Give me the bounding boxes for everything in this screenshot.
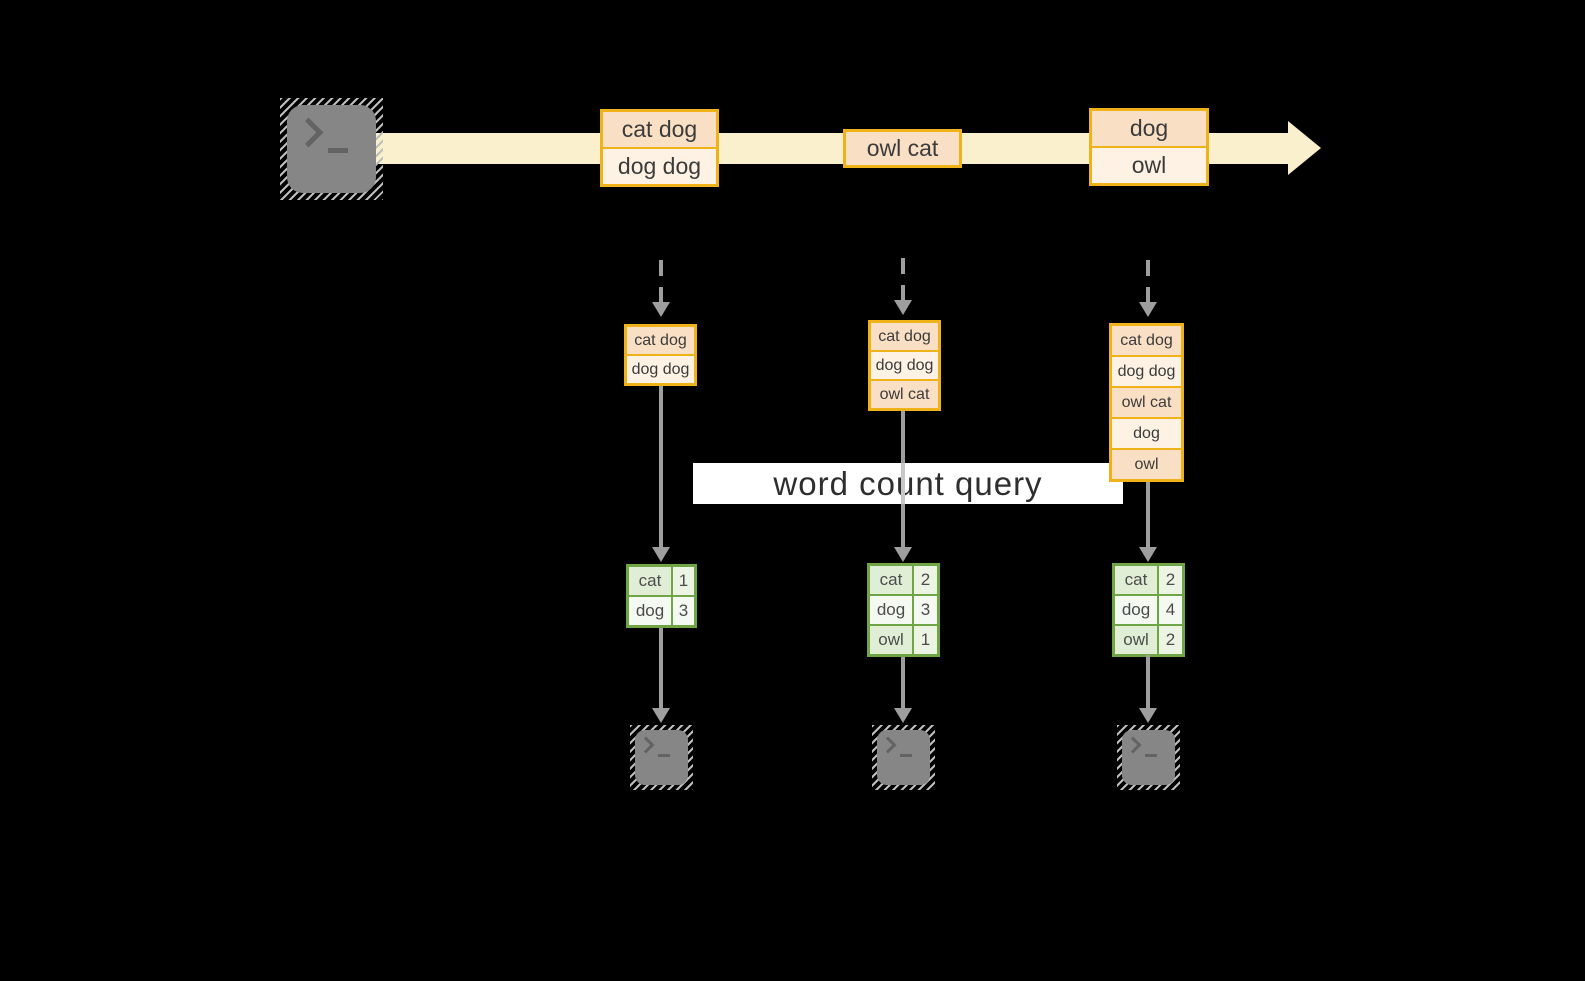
count-cell: 2 [914, 566, 937, 594]
dashed-arrow-line [1146, 260, 1150, 302]
terminal-screen [1122, 730, 1175, 785]
dashed-arrow-head [652, 302, 670, 317]
sink-terminal-icon [1117, 725, 1180, 790]
arrow-line [659, 386, 663, 548]
sink-terminal-icon [872, 725, 935, 790]
count-cell: 2 [1159, 626, 1182, 654]
count-cell: 1 [673, 567, 694, 595]
arrow-head [652, 708, 670, 723]
count-cell: 3 [914, 596, 937, 624]
prompt-underscore-icon [900, 754, 912, 757]
table-row: dog 4 [1115, 594, 1182, 624]
buffer-line: owl cat [871, 379, 938, 408]
arrow-head [894, 547, 912, 562]
buffer-line: dog dog [1112, 355, 1181, 386]
word-cell: dog [870, 596, 914, 624]
stream-arrowhead [1288, 121, 1321, 175]
table-row: cat 2 [1115, 566, 1182, 594]
batch-line: owl [1092, 146, 1206, 183]
stream-batch-3: dog owl [1089, 108, 1209, 186]
terminal-screen [635, 730, 688, 785]
prompt-underscore-icon [328, 148, 348, 153]
arrow-line [659, 628, 663, 709]
arrow-line [1146, 482, 1150, 548]
word-cell: dog [1115, 596, 1159, 624]
buffer-line: owl [1112, 448, 1181, 479]
table-row: owl 1 [870, 624, 937, 654]
buffer-box-2: cat dog dog dog owl cat [868, 320, 941, 411]
arrow-line [901, 657, 905, 709]
word-cell: owl [1115, 626, 1159, 654]
stream-batch-1: cat dog dog dog [600, 109, 719, 187]
buffer-line: cat dog [871, 323, 938, 350]
buffer-line: cat dog [1112, 326, 1181, 355]
buffer-box-3: cat dog dog dog owl cat dog owl [1109, 323, 1184, 482]
arrow-head [652, 547, 670, 562]
source-terminal-icon [280, 98, 383, 200]
word-cell: dog [629, 597, 673, 625]
batch-line: dog dog [603, 147, 716, 184]
table-row: dog 3 [629, 595, 694, 625]
batch-line: dog [1092, 111, 1206, 146]
buffer-line: dog dog [871, 350, 938, 379]
word-cell: cat [1115, 566, 1159, 594]
query-label-bar: word count query [693, 463, 1123, 504]
dashed-arrow-line [901, 258, 905, 300]
table-row: cat 1 [629, 567, 694, 595]
arrow-line [901, 504, 905, 548]
stream-batch-2: owl cat [843, 129, 962, 168]
dashed-arrow-line [659, 260, 663, 302]
buffer-line: owl cat [1112, 386, 1181, 417]
buffer-line: cat dog [627, 327, 694, 354]
count-cell: 1 [914, 626, 937, 654]
word-cell: cat [870, 566, 914, 594]
query-label: word count query [773, 464, 1043, 502]
dashed-arrow-head [894, 300, 912, 315]
table-row: owl 2 [1115, 624, 1182, 654]
batch-line: cat dog [603, 112, 716, 147]
buffer-box-1: cat dog dog dog [624, 324, 697, 386]
arrow-head [894, 708, 912, 723]
batch-line: owl cat [846, 132, 959, 165]
table-row: dog 3 [870, 594, 937, 624]
dashed-arrow-head [1139, 302, 1157, 317]
count-cell: 4 [1159, 596, 1182, 624]
buffer-line: dog [1112, 417, 1181, 448]
word-count-table-2: cat 2 dog 3 owl 1 [867, 563, 940, 657]
arrow-head [1139, 547, 1157, 562]
arrow-line [901, 411, 905, 463]
buffer-line: dog dog [627, 354, 694, 383]
table-row: cat 2 [870, 566, 937, 594]
word-count-table-3: cat 2 dog 4 owl 2 [1112, 563, 1185, 657]
word-cell: owl [870, 626, 914, 654]
prompt-underscore-icon [1145, 754, 1157, 757]
sink-terminal-icon [630, 725, 693, 790]
count-cell: 2 [1159, 566, 1182, 594]
arrow-line [901, 463, 905, 504]
count-cell: 3 [673, 597, 694, 625]
word-cell: cat [629, 567, 673, 595]
word-count-table-1: cat 1 dog 3 [626, 564, 697, 628]
arrow-line [1146, 655, 1150, 709]
terminal-screen [877, 730, 930, 785]
arrow-head [1139, 708, 1157, 723]
prompt-underscore-icon [658, 754, 670, 757]
